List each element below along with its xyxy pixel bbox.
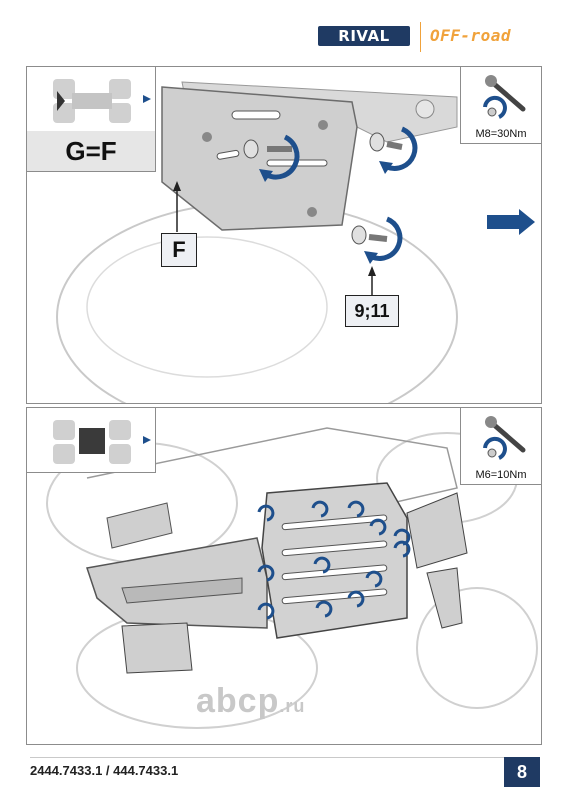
center-plate-illustration xyxy=(46,427,538,729)
part-numbers: 2444.7433.1 / 444.7433.1 xyxy=(30,763,179,778)
equation-label: G=F xyxy=(27,131,156,172)
step-panel-center-plate: M6=10Nm xyxy=(26,407,542,745)
torque-spec-box-2: M6=10Nm xyxy=(460,408,541,485)
torque-spec-box: M8=30Nm xyxy=(460,67,541,144)
callout-f: F xyxy=(161,233,197,267)
page-number: 8 xyxy=(504,757,540,787)
watermark: abcp.ru xyxy=(196,682,305,721)
vehicle-location-thumbnail xyxy=(27,67,156,132)
callout-bolts: 9;11 xyxy=(345,295,399,327)
front-plate-illustration xyxy=(56,81,535,403)
offroad-logo: OFF-road xyxy=(430,26,512,45)
torque-value: M8=30Nm xyxy=(475,128,527,140)
watermark-text: abcp xyxy=(196,682,280,720)
logo-separator xyxy=(420,22,421,52)
step-panel-front-plate: G=F M8=30Nm F 9;11 xyxy=(26,66,542,404)
torque-wrench-icon xyxy=(483,75,526,119)
torque-wrench-icon xyxy=(483,416,526,460)
vehicle-location-thumbnail-2 xyxy=(27,408,156,473)
watermark-suffix: .ru xyxy=(279,696,306,716)
torque-value-2: M6=10Nm xyxy=(475,469,527,481)
rival-logo: RIVAL xyxy=(318,26,410,46)
footer-divider xyxy=(30,757,540,758)
